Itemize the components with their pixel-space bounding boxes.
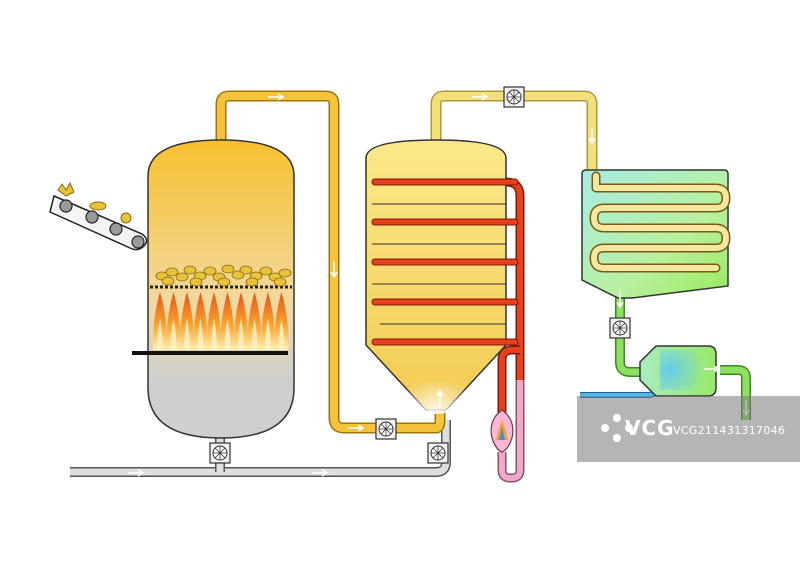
fan-units xyxy=(209,86,631,464)
conveyor-roller xyxy=(59,199,73,213)
fuel-lump xyxy=(221,264,235,274)
fuel-lump xyxy=(189,277,203,287)
fan-unit xyxy=(427,442,449,464)
flow-arrow xyxy=(704,365,721,373)
flame-core xyxy=(197,318,204,350)
condenser xyxy=(581,169,731,299)
flow-arrow xyxy=(588,128,596,145)
fan-blades xyxy=(213,446,227,460)
watermark-brand: VCG xyxy=(625,416,675,440)
flame-core xyxy=(238,318,244,350)
combustion-flames xyxy=(152,292,289,350)
fan-unit xyxy=(375,418,397,440)
fan-blades xyxy=(507,90,521,104)
feed-conveyor xyxy=(49,181,148,251)
flame-core xyxy=(184,318,190,350)
flame-core xyxy=(170,318,177,350)
fan-blades xyxy=(379,422,393,436)
condensate-pipe xyxy=(615,296,751,420)
fuel-lump xyxy=(217,277,231,287)
flow-arrow xyxy=(348,424,365,432)
flow-arrow xyxy=(436,389,444,406)
fan-unit xyxy=(609,317,631,339)
flame-core xyxy=(211,318,217,350)
fan-blades xyxy=(613,321,627,335)
gas-separator xyxy=(639,345,717,397)
fuel-lump xyxy=(259,266,273,276)
fuel-lump xyxy=(273,277,287,287)
heating-tube xyxy=(371,178,519,186)
reactor-trays xyxy=(371,178,519,346)
watermark-id: VCG211431317046 xyxy=(673,424,786,437)
flame-core xyxy=(251,318,258,350)
flow-arrow xyxy=(330,262,338,279)
vcg-logo-icon xyxy=(601,414,633,442)
heating-tube xyxy=(371,218,519,226)
flame-core xyxy=(157,318,163,350)
flame-core xyxy=(224,318,231,350)
fuel-lump xyxy=(231,270,245,280)
gasifier-vessel xyxy=(132,139,295,439)
heat-loop-pipe xyxy=(497,177,525,483)
flow-arrow xyxy=(616,292,624,309)
fan-blades xyxy=(431,446,445,460)
flow-arrow xyxy=(472,93,489,101)
flame-core xyxy=(265,318,271,350)
fuel-lump xyxy=(245,277,259,287)
flame-core xyxy=(278,318,285,350)
heating-tube xyxy=(371,258,519,266)
fuel-lump xyxy=(278,268,292,278)
flow-arrow xyxy=(268,93,285,101)
fuel-lump xyxy=(175,272,189,282)
fuel-lump xyxy=(239,265,253,275)
flow-arrows xyxy=(128,93,750,477)
fuel-lump xyxy=(165,267,179,277)
fan-unit xyxy=(503,86,525,108)
burner xyxy=(490,409,514,453)
conveyor-roller xyxy=(109,222,123,236)
conveyor-roller xyxy=(131,235,145,249)
fuel-lump xyxy=(203,266,217,276)
flow-arrow xyxy=(128,469,145,477)
fuel-lump xyxy=(183,265,197,275)
fan-unit xyxy=(209,442,231,464)
watermark: VCG VCG211431317046 xyxy=(577,396,800,462)
fuel-pile xyxy=(155,264,292,287)
conveyor-roller xyxy=(85,210,99,224)
syngas-pipe xyxy=(215,90,446,434)
heating-tube xyxy=(371,298,519,306)
flow-arrow xyxy=(312,469,329,477)
fuel-lump xyxy=(161,276,175,286)
heating-tube xyxy=(371,338,519,346)
